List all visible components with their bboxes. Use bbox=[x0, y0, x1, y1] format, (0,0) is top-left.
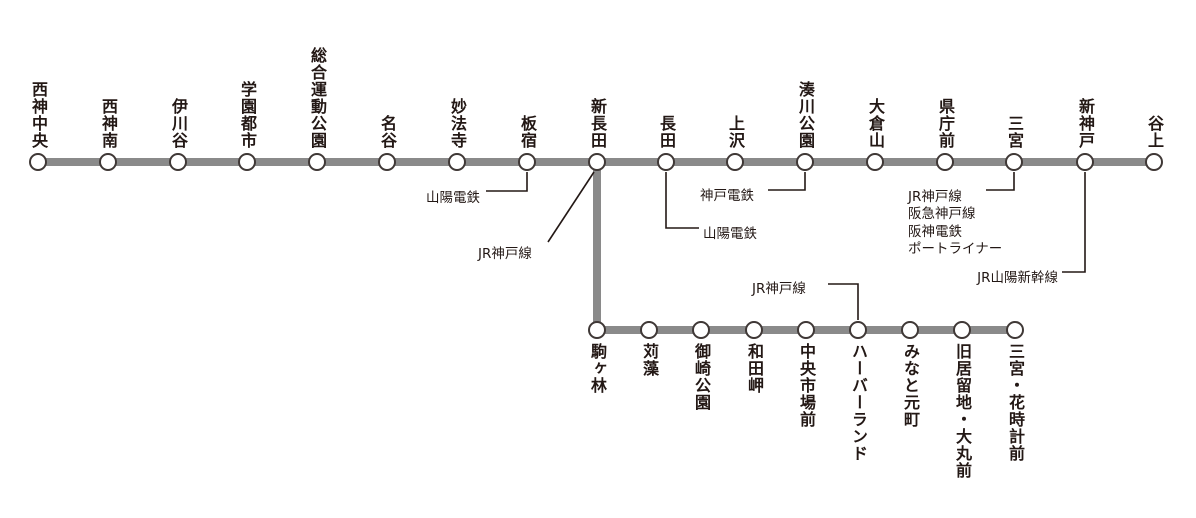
station-marker bbox=[448, 153, 466, 171]
station-marker bbox=[692, 321, 710, 339]
station-label-kyukyoryuchi-daimaru: 旧居留地・大丸前 bbox=[953, 343, 972, 479]
station-label-wadamisaki: 和田岬 bbox=[745, 343, 764, 394]
station-label-harborland: ハーバーランド bbox=[849, 343, 868, 462]
transfer-label-nagata-sanyo: 山陽電鉄 bbox=[703, 226, 757, 242]
station-marker bbox=[640, 321, 658, 339]
station-label-seishin-minami: 西神南 bbox=[99, 98, 118, 149]
station-label-sannomiya-hanadokei: 三宮・花時計前 bbox=[1006, 343, 1025, 462]
station-label-myodani: 名谷 bbox=[378, 115, 397, 149]
connector-shin-nagata bbox=[547, 171, 595, 243]
station-label-komagabayashi: 駒ヶ林 bbox=[588, 343, 607, 394]
station-label-misaki-koen: 御崎公園 bbox=[692, 343, 711, 411]
station-marker bbox=[238, 153, 256, 171]
transfer-label-sannomiya-hanshin: 阪神電鉄 bbox=[908, 223, 962, 240]
transfer-label-harborland-jr-kobe: JR神戸線 bbox=[752, 281, 806, 297]
station-marker bbox=[1145, 153, 1163, 171]
station-label-shin-kobe: 新神戸 bbox=[1076, 98, 1095, 149]
station-marker bbox=[901, 321, 919, 339]
connector-itayado bbox=[486, 172, 528, 192]
station-marker bbox=[745, 321, 763, 339]
station-marker bbox=[797, 321, 815, 339]
station-marker bbox=[1076, 153, 1094, 171]
station-label-myohoji: 妙法寺 bbox=[448, 98, 467, 149]
connector-sannomiya bbox=[986, 172, 1015, 191]
station-marker bbox=[796, 153, 814, 171]
station-marker bbox=[866, 153, 884, 171]
station-label-karumo: 苅藻 bbox=[640, 343, 659, 377]
station-label-sogo-undo-koen: 総合運動公園 bbox=[308, 47, 327, 149]
station-marker bbox=[849, 321, 867, 339]
station-label-minatogawa-koen: 湊川公園 bbox=[796, 81, 815, 149]
station-marker bbox=[378, 153, 396, 171]
station-label-seishin-chuo: 西神中央 bbox=[29, 81, 48, 149]
station-label-itayado: 板宿 bbox=[518, 115, 537, 149]
station-marker bbox=[588, 153, 606, 171]
connector-harborland bbox=[828, 283, 859, 320]
transfer-label-itayado-sanyo: 山陽電鉄 bbox=[426, 190, 480, 206]
transfer-labels-sannomiya: JR神戸線 阪急神戸線 阪神電鉄 ポートライナー bbox=[908, 189, 1002, 258]
connector-minatogawa-koen bbox=[768, 172, 806, 191]
station-marker bbox=[1006, 321, 1024, 339]
station-marker bbox=[936, 153, 954, 171]
station-label-kencho-mae: 県庁前 bbox=[936, 98, 955, 149]
station-marker bbox=[169, 153, 187, 171]
station-label-ikawadani: 伊川谷 bbox=[169, 98, 188, 149]
station-marker bbox=[308, 153, 326, 171]
transfer-label-sannomiya-portliner: ポートライナー bbox=[908, 240, 1003, 257]
station-label-gakuentoshi: 学園都市 bbox=[238, 81, 257, 149]
transfer-label-minatogawa-kobe-dentetsu: 神戸電鉄 bbox=[700, 188, 754, 204]
station-label-kamisawa: 上沢 bbox=[726, 115, 745, 149]
station-marker bbox=[588, 321, 606, 339]
station-label-sannomiya: 三宮 bbox=[1005, 115, 1024, 149]
station-marker bbox=[657, 153, 675, 171]
transfer-label-shin-kobe-shinkansen: JR山陽新幹線 bbox=[977, 270, 1058, 286]
transfer-label-shin-nagata-jr-kobe: JR神戸線 bbox=[478, 246, 532, 262]
station-marker bbox=[726, 153, 744, 171]
transfer-label-sannomiya-hankyu: 阪急神戸線 bbox=[908, 206, 976, 223]
station-marker bbox=[29, 153, 47, 171]
station-marker bbox=[518, 153, 536, 171]
transfer-label-sannomiya-jr-kobe: JR神戸線 bbox=[908, 189, 962, 205]
station-marker bbox=[1005, 153, 1023, 171]
station-label-shin-nagata: 新長田 bbox=[588, 98, 607, 149]
station-label-okurayama: 大倉山 bbox=[866, 98, 885, 149]
connector-shin-kobe bbox=[1062, 172, 1086, 273]
station-label-minato-motomachi: みなと元町 bbox=[901, 343, 920, 428]
station-label-tanigami: 谷上 bbox=[1145, 115, 1164, 149]
station-label-nagata: 長田 bbox=[657, 115, 676, 149]
station-marker bbox=[99, 153, 117, 171]
station-label-chuo-ichiba-mae: 中央市場前 bbox=[797, 343, 816, 428]
connector-nagata bbox=[665, 172, 699, 229]
station-marker bbox=[953, 321, 971, 339]
